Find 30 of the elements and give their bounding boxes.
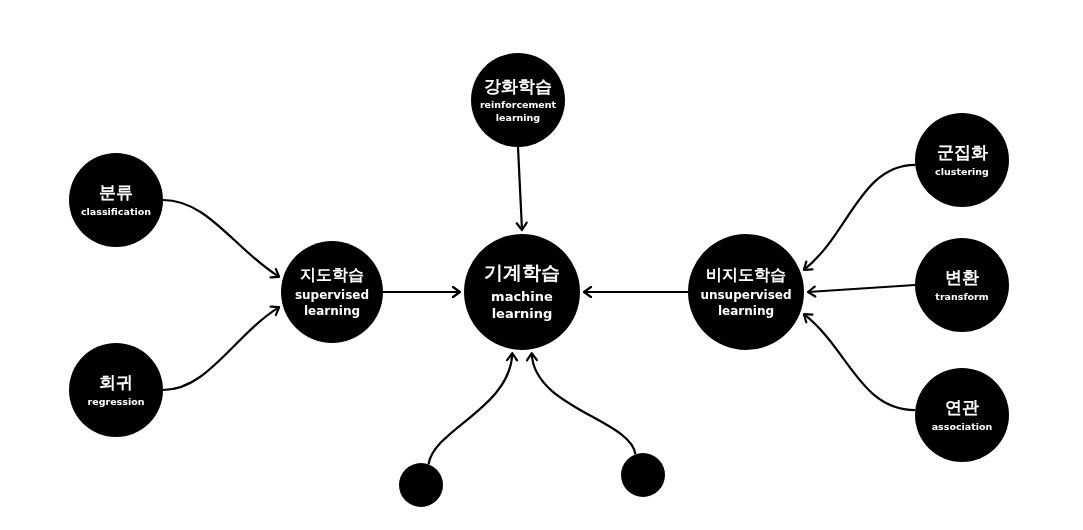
circle-node <box>399 463 443 507</box>
node-subtitle: transform <box>935 290 989 303</box>
node-title: 군집화 <box>936 142 988 163</box>
node-subtitle: machine learning <box>490 287 554 323</box>
curved-arrow <box>526 352 637 455</box>
node-subtitle: classification <box>80 205 151 218</box>
node-subtitle: reinforcement learning <box>478 99 558 125</box>
node-title: 기계학습 <box>484 261 560 284</box>
node-subtitle: association <box>931 420 993 433</box>
curved-arrow <box>427 352 518 465</box>
node-subtitle: clustering <box>935 165 989 178</box>
node-title: 강화학습 <box>484 75 552 97</box>
arrow <box>582 285 688 299</box>
node-subtitle: regression <box>87 395 145 408</box>
curved-arrow <box>162 198 281 279</box>
arrow <box>383 285 462 299</box>
node-title: 비지도학습 <box>706 264 786 284</box>
curved-arrow <box>162 305 281 392</box>
arrow <box>806 283 916 298</box>
curved-arrow <box>802 313 916 412</box>
node-subtitle: supervised learning <box>293 286 371 320</box>
node-title: 지도학습 <box>300 264 364 284</box>
curved-arrow <box>802 163 916 271</box>
node-title: 변환 <box>945 267 979 288</box>
circle-node <box>621 453 665 497</box>
node-subtitle: unsupervised learning <box>699 286 793 320</box>
node-title: 분류 <box>99 182 133 203</box>
arrow <box>515 146 528 232</box>
node-title: 연관 <box>945 397 979 418</box>
node-title: 회귀 <box>99 372 133 393</box>
